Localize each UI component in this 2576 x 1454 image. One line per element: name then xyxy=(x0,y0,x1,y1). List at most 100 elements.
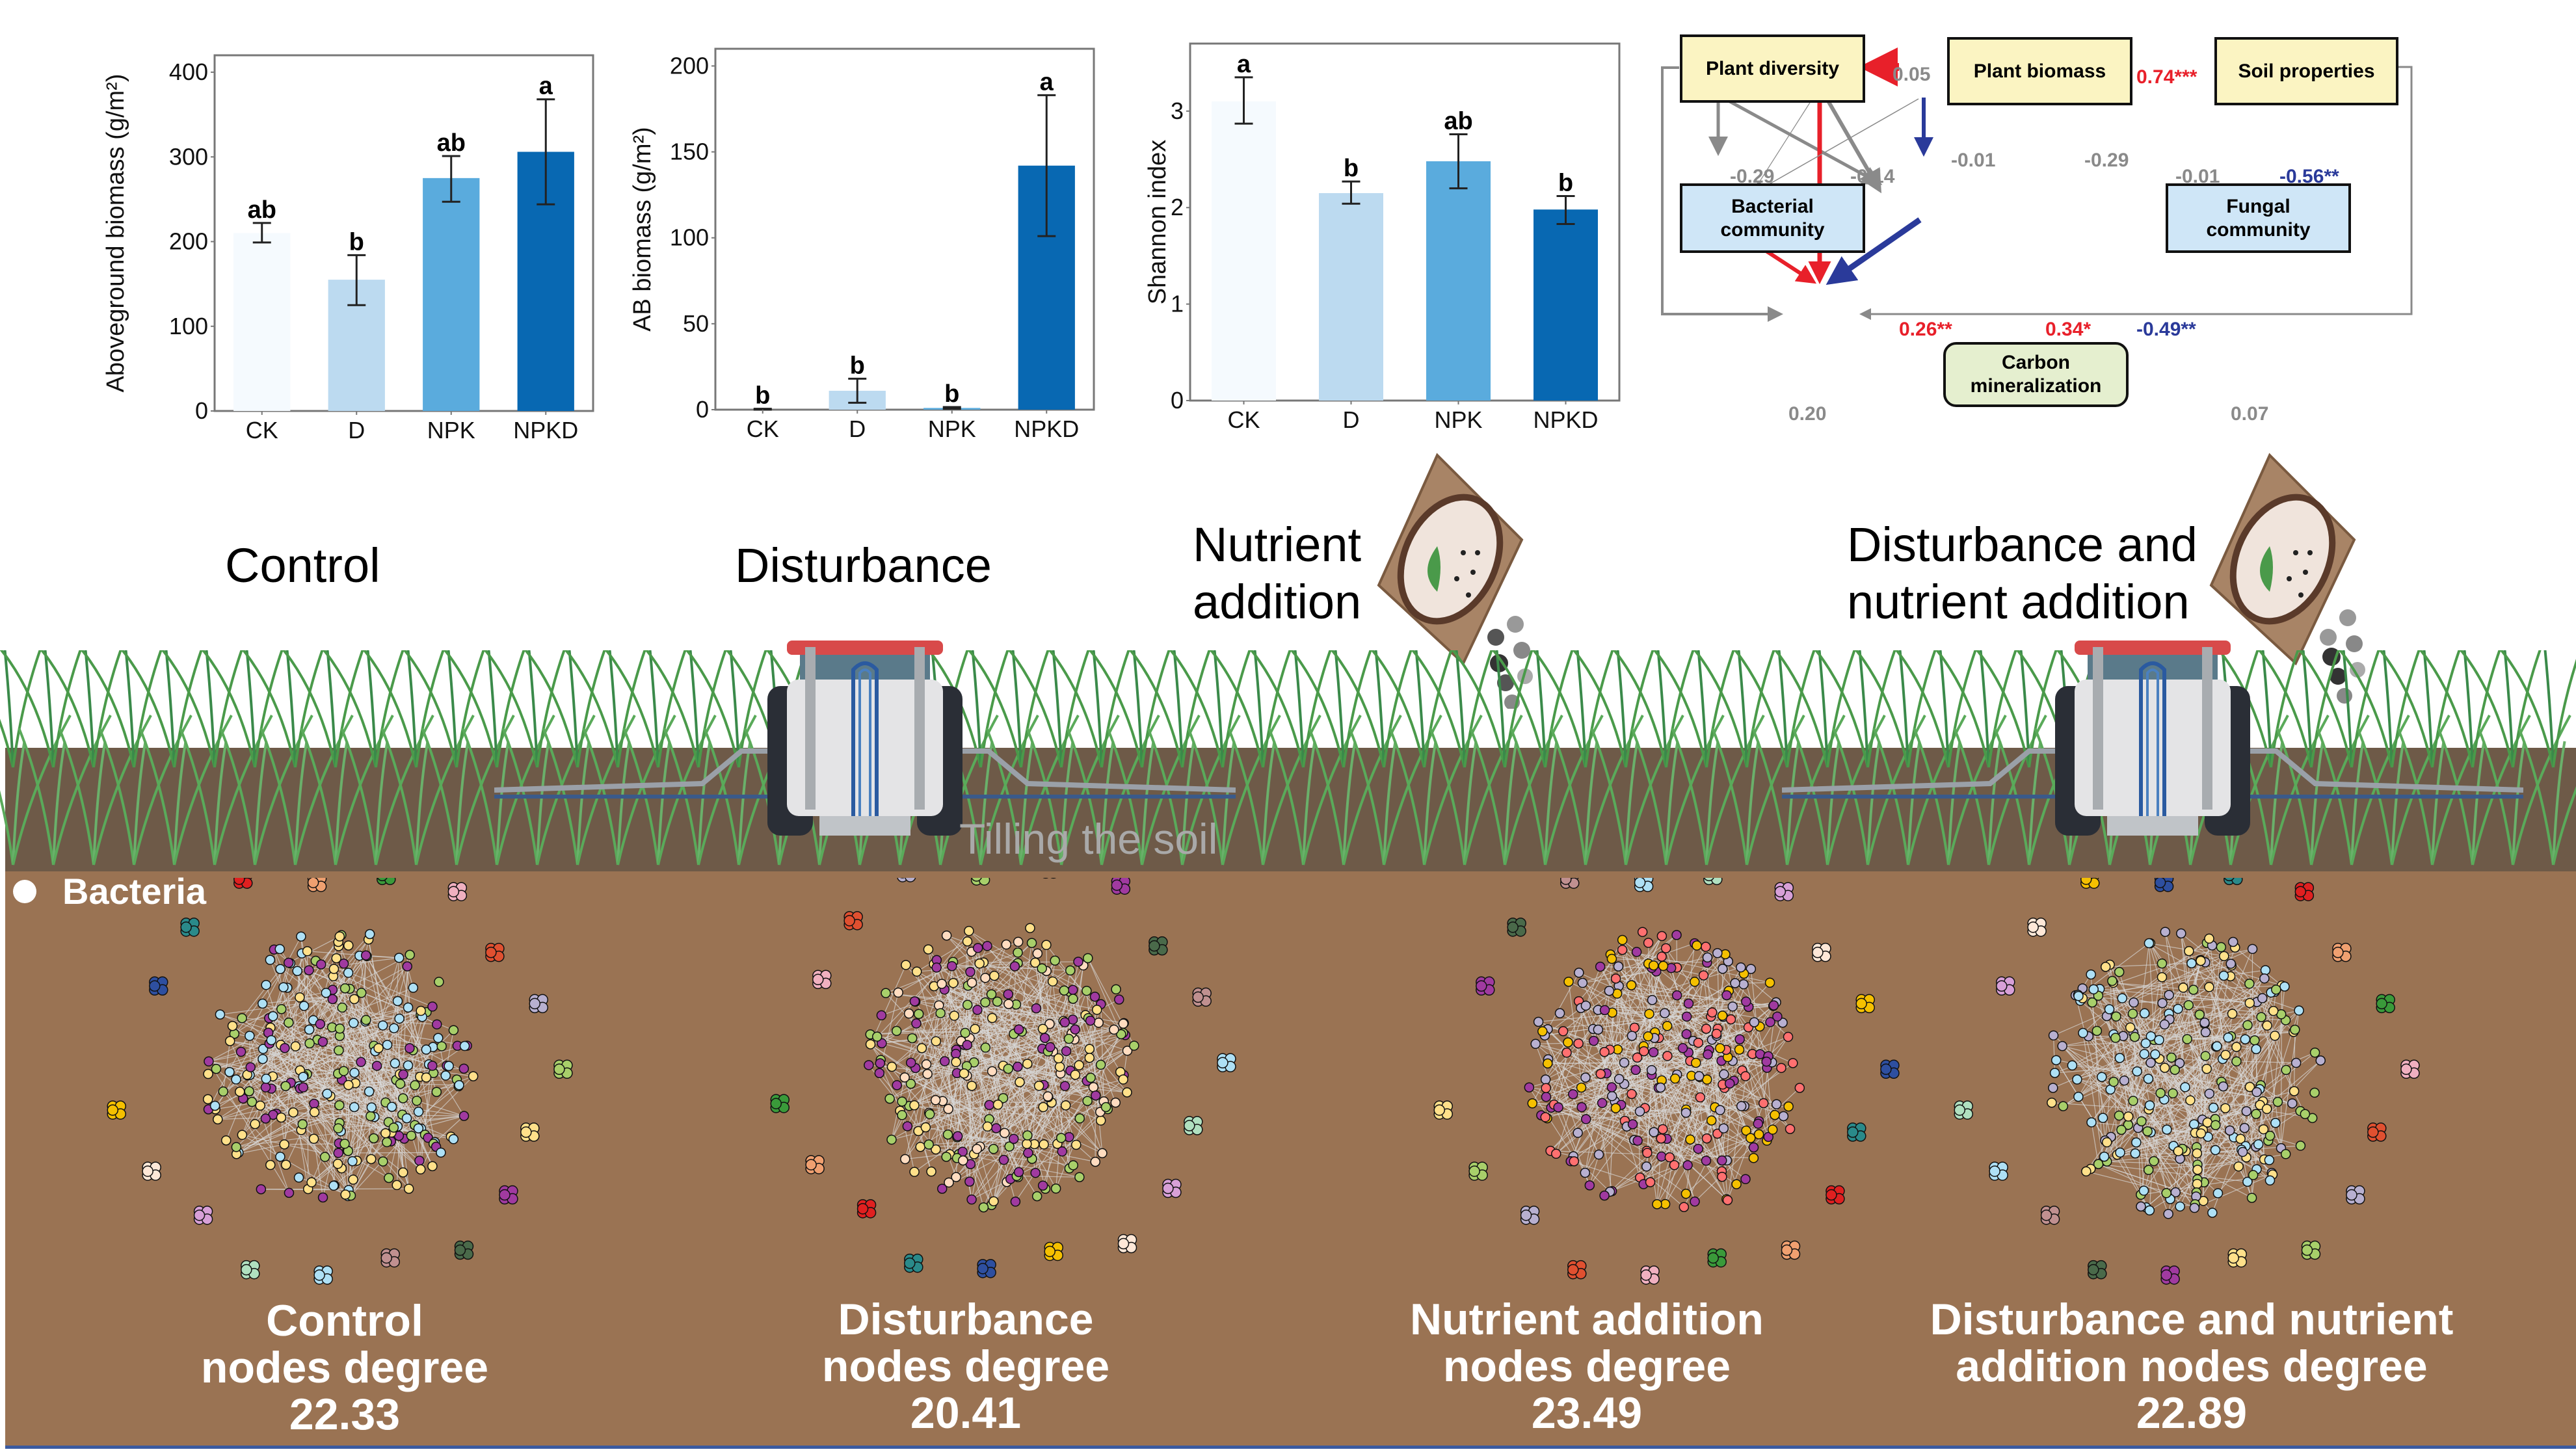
module-node xyxy=(1433,1104,1446,1116)
network-node xyxy=(390,1058,401,1068)
network-node xyxy=(1537,1026,1548,1037)
network-edge xyxy=(238,1076,421,1154)
network-node xyxy=(2180,1082,2190,1092)
network-node xyxy=(209,1100,220,1111)
network-node xyxy=(1658,1124,1668,1135)
path-coefficient: 0.74*** xyxy=(2136,66,2198,88)
network-node xyxy=(288,1107,299,1118)
network-node xyxy=(1593,1149,1604,1160)
network-node xyxy=(998,1154,1009,1165)
network-node xyxy=(1070,1070,1081,1080)
network-node xyxy=(1037,1024,1048,1034)
network-node xyxy=(308,1133,319,1144)
network-node xyxy=(1648,960,1659,971)
grass-blade xyxy=(2302,650,2313,768)
module-node xyxy=(553,1063,565,1076)
network-edge xyxy=(388,957,400,1122)
network-edge xyxy=(2199,1014,2204,1201)
module-node xyxy=(2376,998,2387,1010)
network-node xyxy=(235,1087,245,1097)
grass-blade xyxy=(92,650,122,768)
module-node xyxy=(499,1189,511,1201)
network-edge xyxy=(262,1003,370,1092)
network-node xyxy=(2101,1137,2112,1148)
grass-blade xyxy=(1253,650,1264,768)
module-cluster xyxy=(805,1155,825,1174)
network-node xyxy=(204,1056,214,1067)
grass-blade xyxy=(294,741,308,866)
network-node xyxy=(360,950,371,961)
network-node xyxy=(876,1010,887,1021)
network-node xyxy=(2168,1088,2178,1099)
network-node xyxy=(1031,1191,1042,1202)
network-node xyxy=(1778,1111,1789,1122)
network-node xyxy=(1652,1199,1662,1209)
network-node xyxy=(279,1139,289,1150)
network-node xyxy=(986,989,997,999)
network-node xyxy=(1082,1096,1093,1106)
network-node xyxy=(458,1063,470,1074)
network-node xyxy=(2157,958,2168,969)
network-node xyxy=(1637,927,1648,937)
module-cluster xyxy=(904,1253,923,1273)
network-edge xyxy=(2148,1091,2257,1110)
network-node xyxy=(220,1135,232,1146)
network-node xyxy=(909,996,920,1007)
grass-blade xyxy=(40,650,95,768)
network-node xyxy=(392,996,403,1007)
grass-blade xyxy=(663,728,700,866)
network-edge xyxy=(1577,1053,1760,1133)
grass-blade xyxy=(1550,728,1587,866)
grass-blade xyxy=(1705,650,1735,768)
network-node xyxy=(1740,1174,1751,1185)
network-node xyxy=(931,1144,941,1155)
grass-blade xyxy=(1455,650,1466,768)
network-node xyxy=(864,1060,874,1070)
network-node xyxy=(944,1177,954,1188)
network-node xyxy=(2280,1149,2291,1159)
grass-blade xyxy=(0,790,14,866)
network-node xyxy=(2235,1133,2246,1144)
x-tick-label: NPKD xyxy=(513,417,578,443)
network-edge xyxy=(399,957,427,1078)
network-node xyxy=(2208,1102,2219,1113)
network-edge xyxy=(927,970,1071,1075)
network-node xyxy=(874,1068,885,1078)
network-label-disturbance: Disturbance nodes degree 20.41 xyxy=(771,1296,1161,1436)
module-cluster xyxy=(1149,936,1168,956)
grass-blade xyxy=(1290,650,1345,768)
grass-blade xyxy=(2378,650,2434,768)
network-node xyxy=(865,1039,876,1050)
network-edge xyxy=(1618,986,1638,1058)
network-node xyxy=(1015,1077,1025,1087)
network-edge xyxy=(234,963,344,1035)
network-node xyxy=(2166,1052,2177,1063)
grass-blade xyxy=(2356,728,2393,866)
network-node xyxy=(943,1104,953,1115)
network-edge xyxy=(1694,943,1749,1007)
network-node xyxy=(368,1133,379,1144)
network-node xyxy=(2290,1024,2300,1035)
grass-blade xyxy=(2338,650,2393,768)
network-node xyxy=(1084,1052,1095,1063)
network-edge xyxy=(991,994,1063,1152)
grass-blade xyxy=(1209,650,1264,768)
network-node xyxy=(1701,942,1711,952)
network-node xyxy=(1679,1202,1690,1212)
network-node xyxy=(397,1093,408,1104)
network-node xyxy=(936,1183,948,1194)
network-edge xyxy=(2224,975,2274,1012)
network-node xyxy=(405,949,415,960)
network-node xyxy=(413,1123,424,1133)
network-edge xyxy=(1651,1070,1754,1148)
network-node xyxy=(213,1114,223,1125)
network-node xyxy=(1100,1102,1111,1113)
network-node xyxy=(398,1069,408,1080)
network-node xyxy=(930,1095,941,1105)
network-node xyxy=(1057,1146,1067,1157)
grass-blade xyxy=(1268,728,1305,866)
network-node xyxy=(1680,1189,1692,1199)
y-tick-label: 2 xyxy=(1171,194,1184,220)
network-node xyxy=(1646,1064,1657,1076)
network-node xyxy=(1768,1000,1779,1011)
